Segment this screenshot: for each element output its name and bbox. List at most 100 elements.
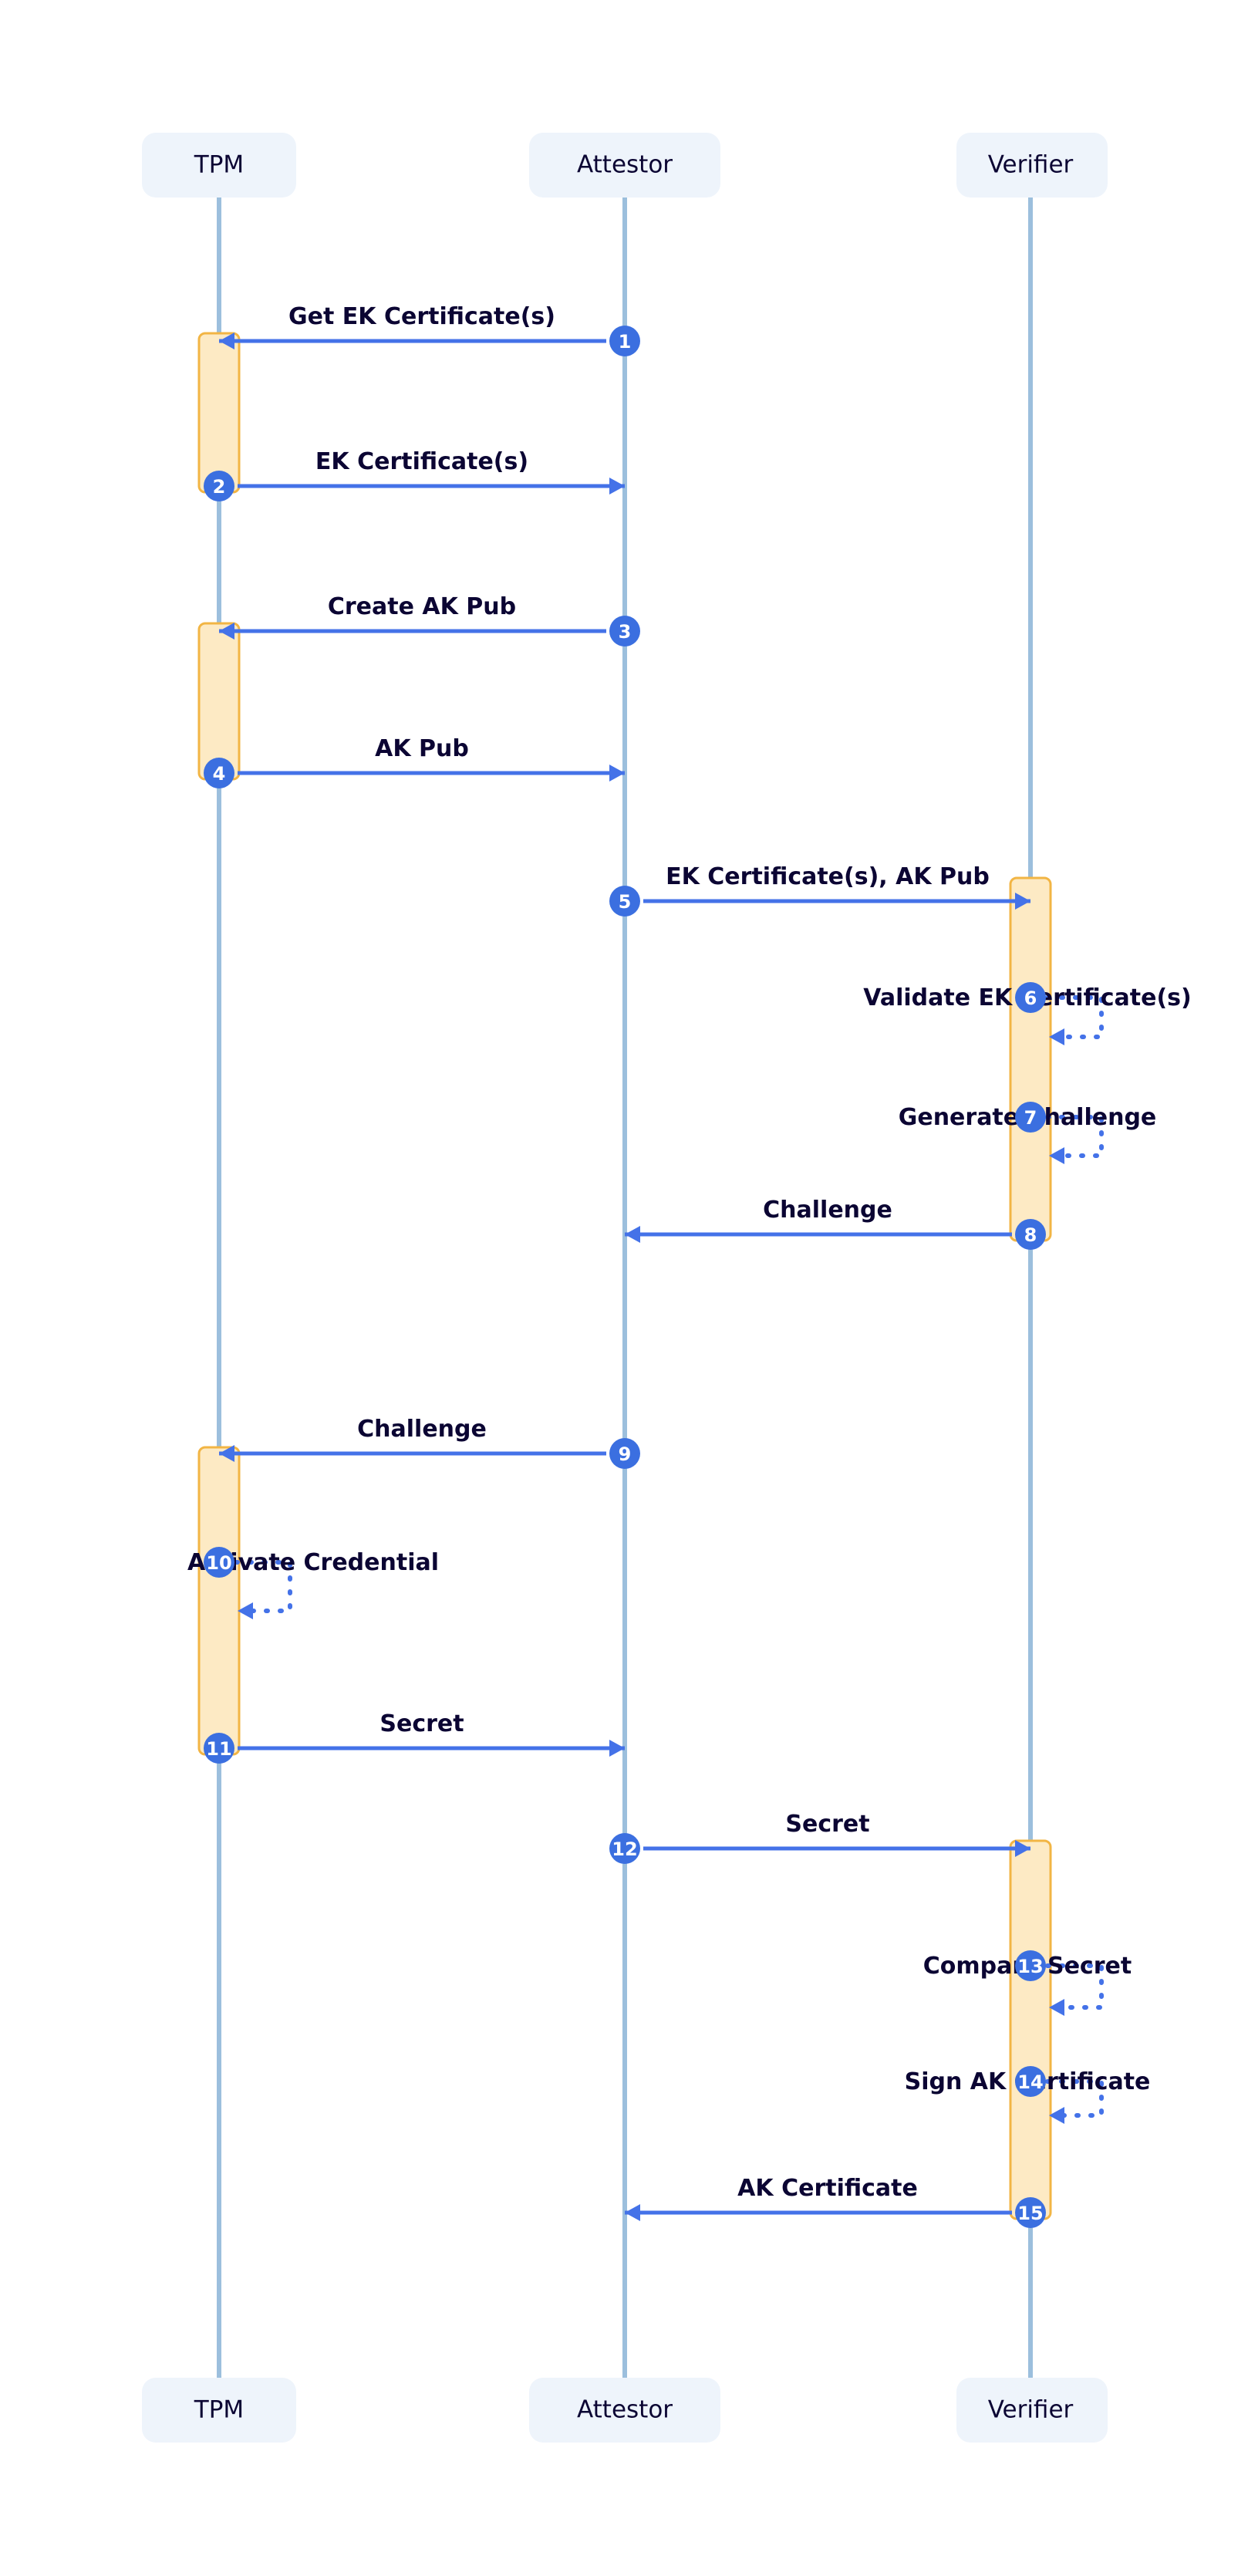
badge-number-10: 10 — [206, 1552, 231, 1574]
actor-attestor-footer[interactable]: Attestor — [529, 2378, 720, 2443]
badge-number-13: 13 — [1017, 1956, 1043, 1977]
badge-number-3: 3 — [619, 621, 632, 643]
arrowhead-14 — [1049, 2107, 1064, 2124]
actor-label-tpm-header: TPM — [194, 151, 244, 179]
self-message-path-6 — [1045, 995, 1104, 1039]
arrowhead-4 — [609, 765, 625, 782]
actor-tpm-header[interactable]: TPM — [142, 133, 296, 198]
badge-circle-13 — [1015, 1950, 1046, 1981]
badge-circle-5 — [609, 886, 640, 917]
message-label-9: Challenge — [357, 1416, 487, 1443]
message-5[interactable]: EK Certificate(s), AK Pub — [643, 863, 1030, 910]
message-label-3: Create AK Pub — [328, 593, 516, 620]
activations-layer — [197, 332, 1052, 2220]
sequence-badge-14[interactable]: 14 — [1015, 2066, 1046, 2097]
sequence-badge-12[interactable]: 12 — [609, 1833, 640, 1864]
message-label-1: Get EK Certificate(s) — [288, 303, 555, 330]
sequence-badge-5[interactable]: 5 — [609, 886, 640, 917]
actor-label-tpm-footer: TPM — [194, 2396, 244, 2424]
arrowhead-6 — [1049, 1028, 1064, 1045]
badge-number-4: 4 — [213, 763, 226, 785]
message-9[interactable]: Challenge — [219, 1416, 606, 1462]
message-3[interactable]: Create AK Pub — [219, 593, 606, 640]
sequence-badge-13[interactable]: 13 — [1015, 1950, 1046, 1981]
actor-verifier-header[interactable]: Verifier — [956, 133, 1108, 198]
sequence-badge-4[interactable]: 4 — [204, 758, 234, 788]
badge-number-2: 2 — [213, 476, 226, 498]
badge-number-14: 14 — [1017, 2071, 1043, 2093]
badge-number-7: 7 — [1024, 1107, 1037, 1129]
message-2[interactable]: EK Certificate(s) — [238, 448, 625, 495]
badge-circle-8 — [1015, 1219, 1046, 1250]
sequence-badge-15[interactable]: 15 — [1015, 2197, 1046, 2228]
message-8[interactable]: Challenge — [625, 1197, 1012, 1243]
arrowhead-3 — [219, 623, 234, 640]
sequence-badge-7[interactable]: 7 — [1015, 1102, 1046, 1133]
sequence-badge-6[interactable]: 6 — [1015, 982, 1046, 1013]
arrowhead-13 — [1049, 1999, 1064, 2016]
sequence-badge-10[interactable]: 10 — [204, 1547, 234, 1578]
arrowhead-10 — [238, 1602, 253, 1619]
badge-number-1: 1 — [619, 331, 632, 353]
badge-number-15: 15 — [1017, 2203, 1043, 2224]
badge-circle-1 — [609, 326, 640, 356]
activation-bar-tpm-4 — [197, 1446, 241, 1756]
actor-label-verifier-footer: Verifier — [988, 2396, 1074, 2424]
badge-circle-4 — [204, 758, 234, 788]
arrowhead-15 — [625, 2204, 640, 2221]
actor-attestor-header[interactable]: Attestor — [529, 133, 720, 198]
actor-verifier-footer[interactable]: Verifier — [956, 2378, 1108, 2443]
self-message-path-14 — [1045, 2079, 1104, 2118]
actor-box-attestor-header — [529, 133, 720, 198]
arrowhead-12 — [1015, 1840, 1030, 1857]
message-15[interactable]: AK Certificate — [625, 2175, 1012, 2221]
badge-number-9: 9 — [619, 1443, 632, 1465]
actor-box-verifier-header — [956, 133, 1108, 198]
arrowhead-5 — [1015, 893, 1030, 910]
arrowhead-7 — [1049, 1147, 1064, 1164]
arrowhead-2 — [609, 478, 625, 495]
self-message-path-10 — [234, 1560, 292, 1613]
actor-box-verifier-footer — [956, 2378, 1108, 2443]
actor-label-attestor-footer: Attestor — [577, 2396, 673, 2424]
sequence-badge-3[interactable]: 3 — [609, 616, 640, 647]
badge-circle-15 — [1015, 2197, 1046, 2228]
badge-number-6: 6 — [1024, 988, 1037, 1009]
message-12[interactable]: Secret — [643, 1811, 1030, 1857]
activation-bar-tpm-1 — [197, 332, 241, 494]
sequence-badge-8[interactable]: 8 — [1015, 1219, 1046, 1250]
actor-tpm-footer[interactable]: TPM — [142, 2378, 296, 2443]
badge-circle-2 — [204, 471, 234, 501]
messages-layer: Get EK Certificate(s) EK Certificate(s) Cr… — [187, 303, 1192, 2221]
self-message-path-7 — [1045, 1115, 1104, 1158]
arrowhead-9 — [219, 1445, 234, 1462]
badge-number-8: 8 — [1024, 1224, 1037, 1246]
sequence-badge-9[interactable]: 9 — [609, 1438, 640, 1469]
message-11[interactable]: Secret — [238, 1710, 625, 1757]
self-message-path-13 — [1045, 1963, 1104, 2010]
badge-number-12: 12 — [612, 1838, 637, 1860]
sequence-badge-2[interactable]: 2 — [204, 471, 234, 501]
actor-box-tpm-footer — [142, 2378, 296, 2443]
actor-box-tpm-header — [142, 133, 296, 198]
arrowhead-1 — [219, 333, 234, 349]
lifelines-layer — [217, 198, 1033, 2378]
badge-circle-11 — [204, 1733, 234, 1764]
message-label-15: AK Certificate — [737, 2175, 918, 2202]
sequence-badge-11[interactable]: 11 — [204, 1733, 234, 1764]
badge-circle-6 — [1015, 982, 1046, 1013]
badge-circle-7 — [1015, 1102, 1046, 1133]
message-label-12: Secret — [785, 1811, 869, 1838]
badge-number-5: 5 — [619, 891, 632, 913]
message-1[interactable]: Get EK Certificate(s) — [219, 303, 606, 349]
message-label-2: EK Certificate(s) — [315, 448, 528, 475]
message-4[interactable]: AK Pub — [238, 735, 625, 782]
message-label-5: EK Certificate(s), AK Pub — [666, 863, 990, 890]
activation-bar-tpm-2 — [197, 622, 241, 781]
badge-circle-9 — [609, 1438, 640, 1469]
actor-box-attestor-footer — [529, 2378, 720, 2443]
sequence-badge-1[interactable]: 1 — [609, 326, 640, 356]
message-label-8: Challenge — [763, 1197, 892, 1224]
